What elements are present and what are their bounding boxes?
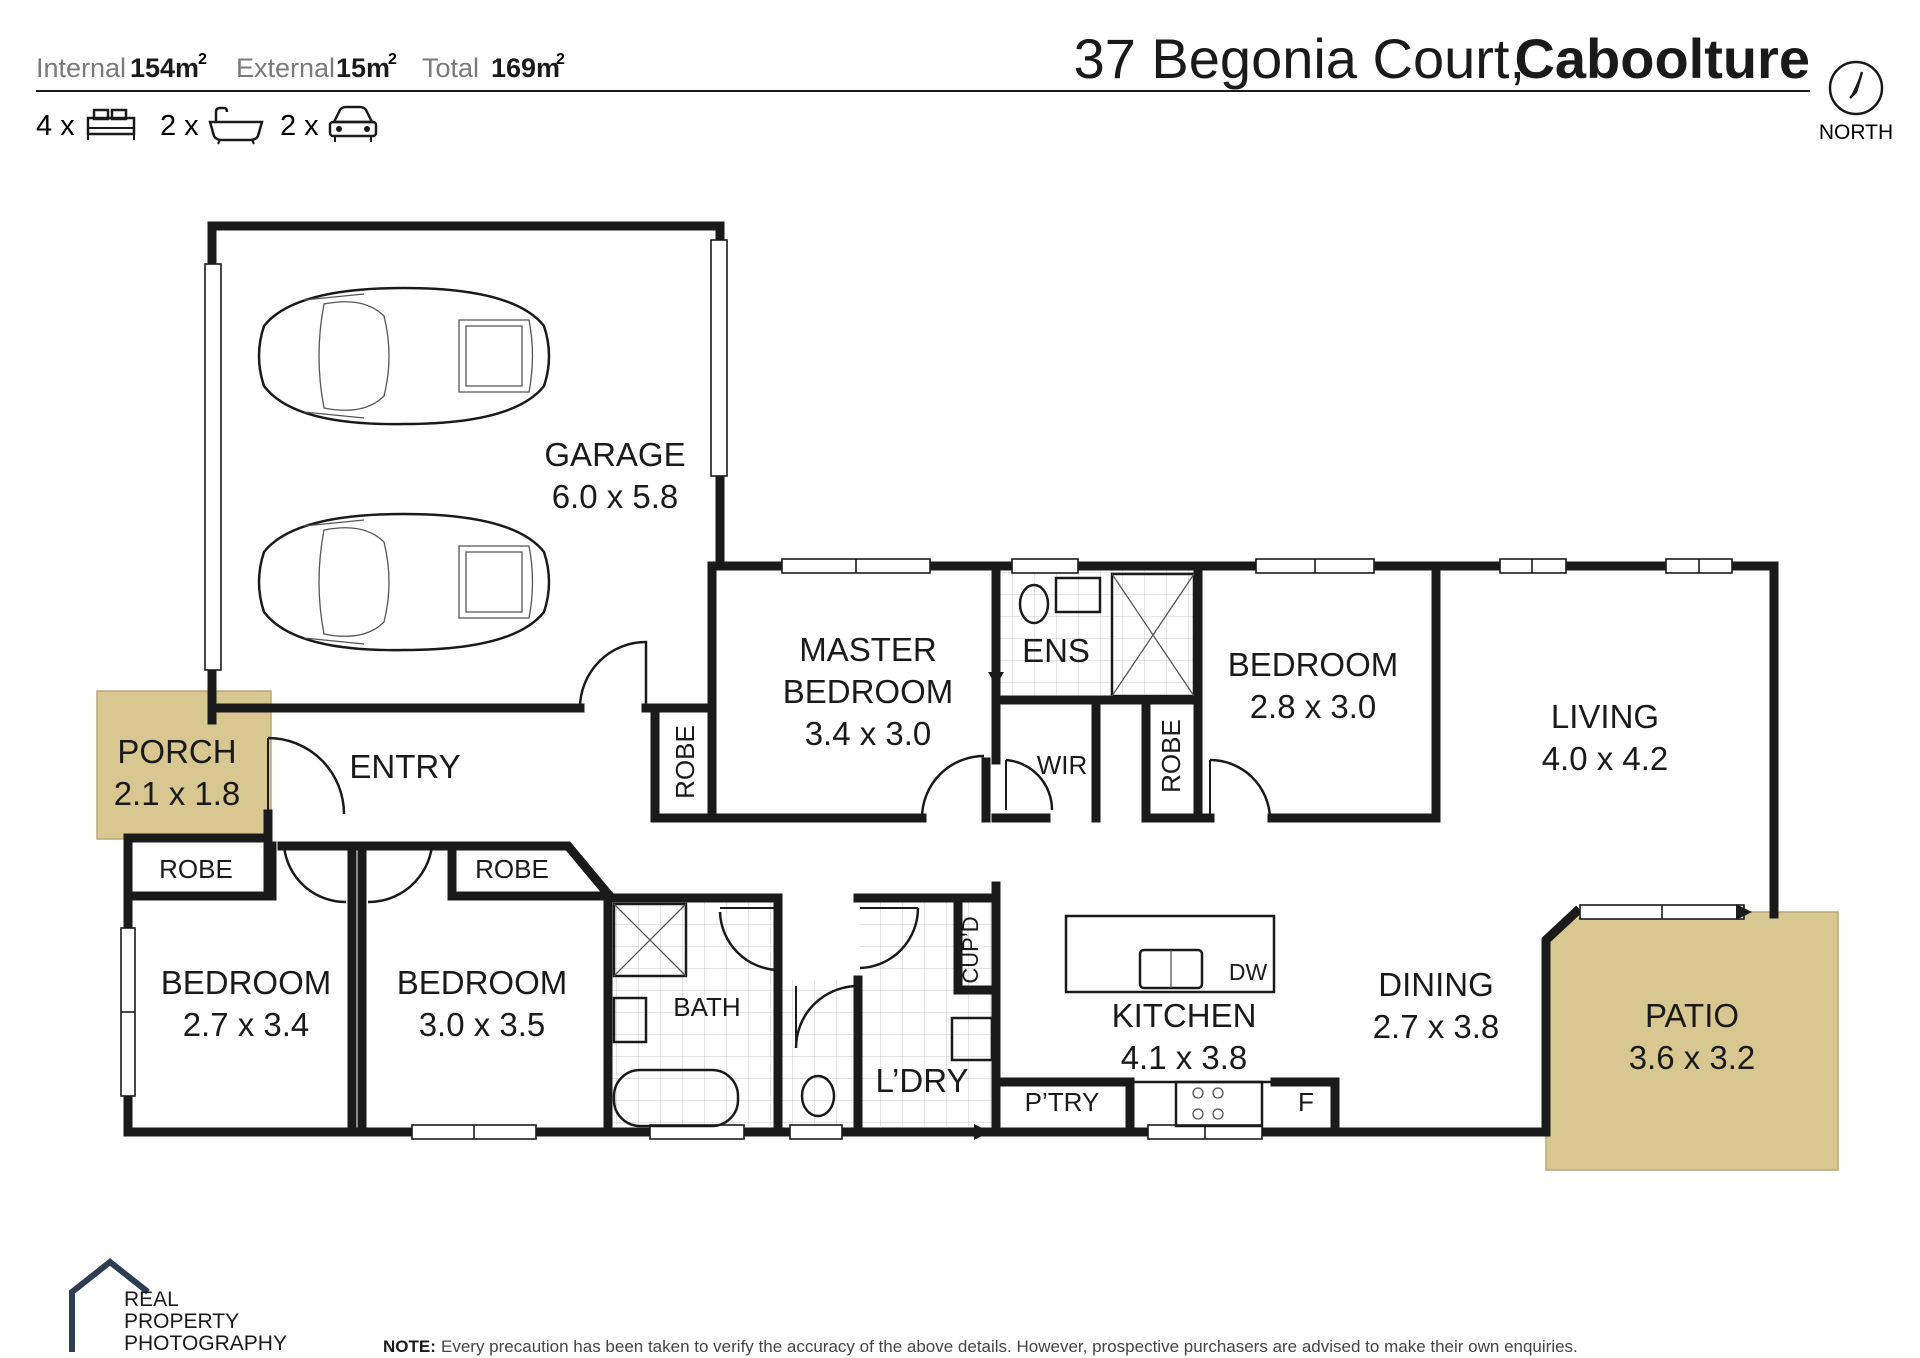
living-name: LIVING bbox=[1551, 698, 1659, 735]
cars bbox=[257, 286, 551, 652]
bedroom-ne-size: 2.8 x 3.0 bbox=[1250, 688, 1377, 725]
car-1-icon bbox=[257, 286, 551, 426]
fridge-label: F bbox=[1298, 1087, 1314, 1117]
dishwasher-label: DW bbox=[1229, 959, 1268, 985]
external-sup: 2 bbox=[388, 51, 397, 68]
robe-sw-label: ROBE bbox=[159, 854, 233, 884]
bedroom-s-name: BEDROOM bbox=[397, 964, 568, 1001]
garage-size: 6.0 x 5.8 bbox=[552, 478, 679, 515]
total-value: 169m bbox=[491, 53, 560, 83]
cars-count: 2 x bbox=[280, 110, 319, 142]
wir-name: WIR bbox=[1037, 750, 1088, 780]
laundry-door-arrow bbox=[974, 1124, 990, 1140]
total-label: Total bbox=[422, 53, 479, 83]
master-name-1: MASTER bbox=[799, 631, 937, 668]
logo-line-2: PROPERTY bbox=[124, 1310, 239, 1333]
company-logo: REAL PROPERTY PHOTOGRAPHY bbox=[69, 1258, 287, 1355]
internal-label: Internal bbox=[36, 53, 126, 83]
car-2-icon bbox=[257, 512, 551, 652]
bedroom-s-size: 3.0 x 3.5 bbox=[419, 1006, 546, 1043]
address-suburb: Caboolture bbox=[1514, 27, 1810, 90]
north-label: NORTH bbox=[1819, 121, 1893, 144]
dining-size: 2.7 x 3.8 bbox=[1373, 1008, 1500, 1045]
windows bbox=[120, 239, 1745, 1140]
footer: REAL PROPERTY PHOTOGRAPHY NOTE: Every pr… bbox=[69, 1258, 1578, 1356]
bath-name: BATH bbox=[673, 992, 740, 1022]
bedroom-sw-name: BEDROOM bbox=[161, 964, 332, 1001]
header: Internal 154m 2 External 15m 2 Total 169… bbox=[36, 27, 1893, 145]
toilet-icon bbox=[1018, 583, 1050, 625]
bathroom-tiles bbox=[610, 900, 774, 1126]
car-icon bbox=[328, 105, 378, 142]
logo-line-1: REAL bbox=[124, 1288, 179, 1311]
laundry-name: L’DRY bbox=[876, 1062, 969, 1099]
master-size: 3.4 x 3.0 bbox=[805, 715, 932, 752]
ensuite-door-arrow bbox=[988, 672, 1004, 686]
robe-s-label: ROBE bbox=[475, 854, 549, 884]
note-label: NOTE: bbox=[383, 1337, 436, 1356]
robe-ne-label: ROBE bbox=[1156, 719, 1186, 793]
shower-icon bbox=[1110, 572, 1196, 698]
pantry-name: P’TRY bbox=[1025, 1087, 1100, 1117]
sink-icon bbox=[1054, 576, 1102, 614]
patio-door-arrow bbox=[1736, 904, 1752, 920]
note-text: Every precaution has been taken to verif… bbox=[441, 1337, 1578, 1356]
master-name-2: BEDROOM bbox=[783, 673, 954, 710]
cupboard-label: CUP’D bbox=[958, 916, 983, 983]
dining-name: DINING bbox=[1378, 966, 1494, 1003]
wc-toilet-icon bbox=[800, 1074, 836, 1118]
baths-count: 2 x bbox=[160, 110, 199, 142]
patio-size: 3.6 x 3.2 bbox=[1629, 1039, 1756, 1076]
living-size: 4.0 x 4.2 bbox=[1542, 740, 1669, 777]
laundry-sink-icon bbox=[950, 1016, 994, 1062]
kitchen-name: KITCHEN bbox=[1112, 997, 1257, 1034]
bath-shower-icon bbox=[612, 902, 688, 978]
porch-name: PORCH bbox=[117, 733, 236, 770]
bath-icon bbox=[208, 106, 264, 145]
internal-sup: 2 bbox=[198, 51, 207, 68]
bedroom-ne-name: BEDROOM bbox=[1228, 646, 1399, 683]
bath-sink-icon bbox=[612, 996, 648, 1044]
robe-master-label: ROBE bbox=[670, 725, 700, 799]
ensuite-name: ENS bbox=[1022, 632, 1090, 669]
patio-name: PATIO bbox=[1645, 997, 1739, 1034]
compass-icon bbox=[1828, 60, 1884, 116]
garage-name: GARAGE bbox=[544, 436, 685, 473]
total-sup: 2 bbox=[556, 51, 565, 68]
logo-line-3: PHOTOGRAPHY bbox=[124, 1332, 287, 1355]
bed-icon bbox=[86, 108, 136, 140]
beds-count: 4 x bbox=[36, 110, 75, 142]
address-street: 37 Begonia Court, bbox=[1074, 27, 1525, 90]
ensuite-tiles bbox=[1000, 570, 1196, 698]
doors bbox=[267, 640, 1272, 1049]
external-label: External bbox=[236, 53, 335, 83]
laundry-tiles bbox=[860, 900, 996, 1126]
kitchen-size: 4.1 x 3.8 bbox=[1121, 1039, 1248, 1076]
internal-value: 154m bbox=[130, 53, 199, 83]
fixtures bbox=[612, 572, 1276, 1128]
entry-name: ENTRY bbox=[349, 748, 460, 785]
wc-tiles bbox=[778, 980, 856, 1126]
bedroom-sw-size: 2.7 x 3.4 bbox=[183, 1006, 310, 1043]
external-value: 15m bbox=[336, 53, 390, 83]
kitchen-island bbox=[1064, 914, 1276, 994]
porch-size: 2.1 x 1.8 bbox=[114, 775, 241, 812]
bathtub-icon bbox=[612, 1068, 740, 1128]
room-labels: GARAGE 6.0 x 5.8 PORCH 2.1 x 1.8 ENTRY M… bbox=[114, 436, 1756, 1117]
